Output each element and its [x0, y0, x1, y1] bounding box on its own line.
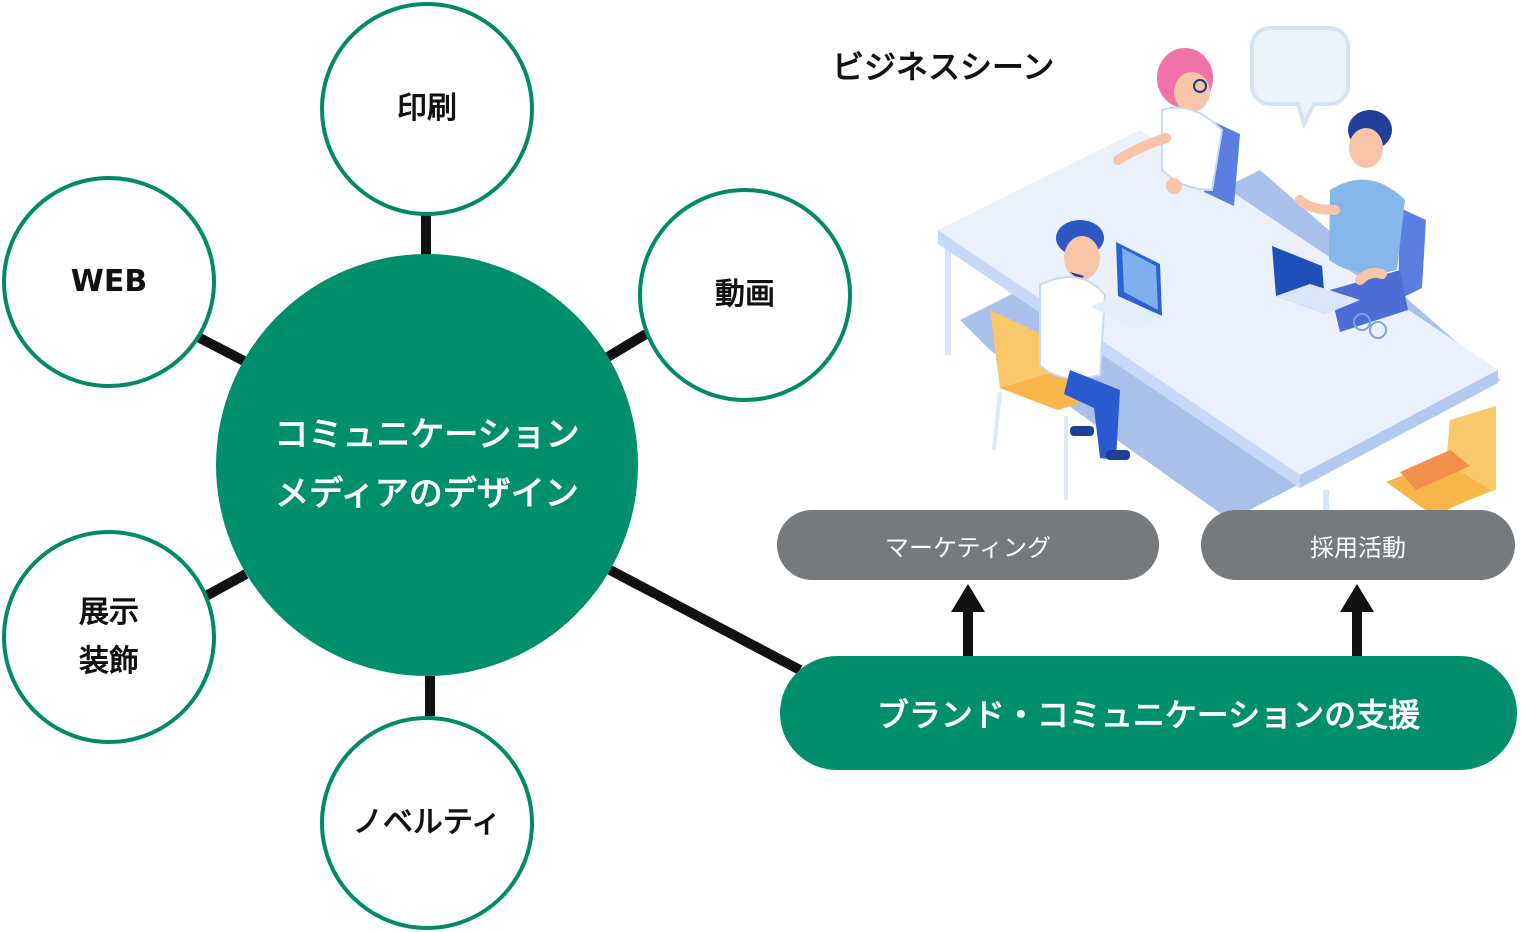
marketing-pill: マーケティング [777, 510, 1159, 580]
center-label-line1: コミュニケーション [274, 414, 580, 455]
node-video: 動画 [638, 188, 852, 402]
office-meeting-illustration [938, 26, 1500, 520]
node-novelty-label: ノベルティ [352, 805, 502, 841]
node-exhibit-label-2: 装飾 [79, 644, 139, 679]
node-novelty: ノベルティ [320, 716, 534, 930]
connector-exhibit [203, 569, 249, 601]
brand-support-pill: ブランド・コミュニケーションの支援 [780, 656, 1517, 770]
node-print: 印刷 [320, 2, 534, 216]
recruiting-pill: 採用活動 [1201, 510, 1515, 580]
center-label-line2: メディアのデザイン [275, 474, 579, 514]
recruiting-label: 採用活動 [1310, 533, 1406, 562]
connector-video [603, 329, 649, 363]
connector-support [607, 565, 803, 675]
arrow-marketing-head [951, 584, 985, 612]
node-web-label: WEB [70, 264, 148, 300]
node-print-label: 印刷 [397, 91, 457, 127]
brand-support-label: ブランド・コミュニケーションの支援 [876, 696, 1421, 734]
node-video-label: 動画 [715, 277, 775, 313]
node-exhibit: 展示 装飾 [2, 530, 216, 744]
center-node: コミュニケーション メディアのデザイン [216, 254, 638, 676]
marketing-label: マーケティング [884, 533, 1052, 562]
business-scene-title: ビジネスシーン [832, 48, 1055, 86]
arrow-recruiting-head [1340, 584, 1374, 612]
node-web: WEB [2, 176, 216, 388]
connector-web [193, 331, 249, 367]
node-exhibit-label-1: 展示 [79, 594, 139, 630]
